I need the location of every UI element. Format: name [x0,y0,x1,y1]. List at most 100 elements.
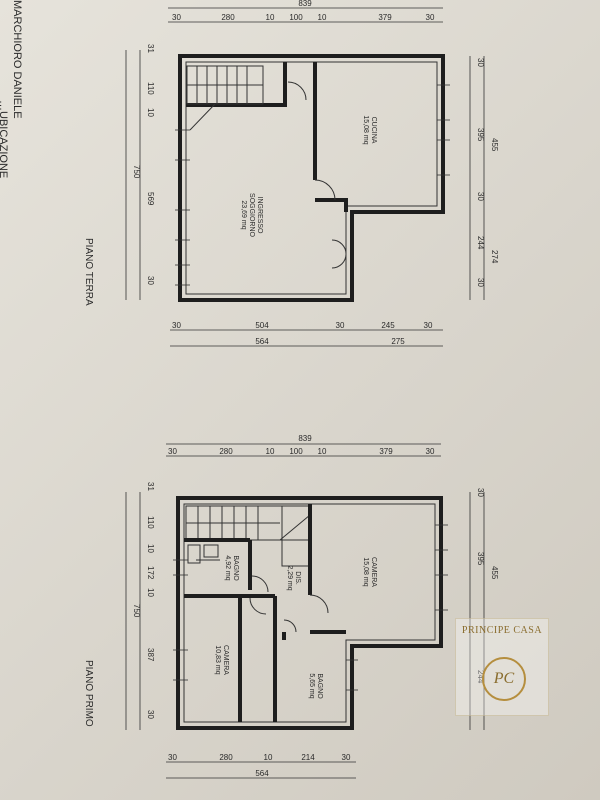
primo-floor-title: PIANO PRIMO [83,660,94,727]
terra-right-dim: 244 [476,236,485,250]
primo-bottom-dimensions: 30 280 10 214 30 564 [166,753,356,779]
terra-windows [175,84,450,286]
primo-outer-wall [176,496,443,730]
terra-room-soggiorno-name: SOGGIORNO [248,193,255,238]
terra-floor-title: PIANO TERRA [83,238,94,306]
primo-bottom-total: 564 [255,769,269,778]
terra-left-dim: 569 [146,192,155,206]
terra-bottom-dim: 504 [255,321,269,330]
terra-left-dim: 110 [146,82,155,95]
primo-room-bagno-name: BAGNO [232,555,239,581]
watermark-brand: PRINCIPE CASA [461,625,543,636]
terra-room-cucina-name: CUCINA [370,117,377,144]
terra-left-dimensions: 31 110 10 569 30 750 [125,44,155,300]
plan-piano-primo: CAMERA 15,08 mq BAGNO 4,92 mq DIS. 2,29 … [83,434,499,779]
terra-door-living [314,179,336,201]
terra-bottom-dim: 30 [172,321,181,330]
primo-right-dimensions: 30 395 244 455 [469,488,499,730]
primo-left-dim: 172 [146,566,155,580]
terra-right-total: 274 [490,250,499,264]
primo-top-dimensions: 839 30 280 10 100 10 379 30 [166,434,441,457]
terra-bottom-dim: 245 [381,321,395,330]
primo-left-dim: 30 [146,710,155,719]
primo-bottom-dim: 30 [342,753,351,762]
primo-door-bagno [283,619,297,633]
terra-top-dim: 10 [266,13,275,22]
terra-top-dim: 30 [426,13,435,22]
terra-left-dim: 10 [146,108,155,117]
terra-top-total: 839 [298,0,312,8]
terra-right-dim: 30 [476,58,485,67]
primo-top-dim: 10 [266,447,275,456]
primo-top-dim: 100 [289,447,303,456]
terra-top-dim: 100 [289,13,303,22]
primo-top-dim: 10 [318,447,327,456]
owner-subtitle: …UBICAZIONE [0,100,9,178]
primo-door-camera2 [249,597,267,615]
terra-left-dim: 30 [146,276,155,285]
terra-stairs [186,65,264,131]
primo-bottom-dim: 214 [301,753,315,762]
terra-top-dim: 30 [172,13,181,22]
terra-room-ingresso-name: INGRESSO [256,197,263,235]
primo-left-dim: 10 [146,544,155,553]
terra-right-dim: 30 [476,278,485,287]
primo-room-camera2-name: CAMERA [222,645,229,675]
terra-top-dim: 10 [318,13,327,22]
terra-top-dimensions: 839 30 280 10 100 10 379 30 [168,0,443,23]
primo-left-dim: 10 [146,588,155,597]
terra-right-total: 455 [490,138,499,152]
terra-outer-wall [178,54,445,302]
terra-bottom-dim: 30 [336,321,345,330]
primo-door-camera [309,594,329,614]
primo-windows [173,524,448,691]
primo-room-dis-area: 2,29 mq [286,565,293,590]
watermark-monogram: PC [482,657,526,701]
primo-top-total: 839 [298,434,312,443]
terra-room-soggiorno-area: 23,69 mq [240,200,247,229]
primo-left-dim: 387 [146,648,155,662]
terra-bottom-total: 564 [255,337,269,346]
terra-bottom-dimensions: 30 504 30 245 30 564 275 [170,321,443,347]
terra-right-dim: 30 [476,192,485,201]
primo-top-dim: 30 [426,447,435,456]
primo-room-camera-name: CAMERA [370,557,377,587]
primo-right-dim: 30 [476,488,485,497]
terra-partition [186,62,348,212]
primo-top-dim: 280 [219,447,233,456]
primo-room-dis-name: DIS. [294,571,301,585]
plan-piano-terra: CUCINA 15,08 mq INGRESSO SOGGIORNO 23,69… [83,0,499,347]
primo-right-dim: 244 [476,670,485,684]
primo-room-bagno2-area: 5,65 mq [308,673,315,698]
primo-bottom-dim: 280 [219,753,233,762]
terra-right-dim: 395 [476,128,485,142]
primo-left-dimensions: 31 110 10 172 10 387 30 750 [125,482,155,730]
primo-room-bagno-area: 4,92 mq [224,555,231,580]
terra-door-entrance [331,239,347,269]
primo-right-dim: 395 [476,552,485,566]
owner-name: MARCHIORO DANIELE [11,0,23,119]
primo-bottom-dim: 10 [264,753,273,762]
terra-top-dim: 280 [221,13,235,22]
primo-door-dis [251,575,269,593]
terra-bottom-total: 275 [391,337,405,346]
terra-left-dim: 31 [146,44,155,53]
primo-right-total: 455 [490,566,499,580]
primo-left-total: 750 [132,604,141,618]
terra-room-cucina-area: 15,08 mq [362,115,369,144]
terra-top-dim: 379 [378,13,392,22]
terra-bottom-dim: 30 [424,321,433,330]
primo-left-dim: 110 [146,516,155,529]
watermark-logo: PRINCIPE CASA PC [455,618,549,716]
primo-bath-fixtures [187,544,220,564]
primo-room-camera-area: 15,08 mq [362,557,369,586]
primo-top-dim: 30 [168,447,177,456]
primo-room-camera2-area: 10,83 mq [214,645,221,674]
primo-top-dim: 379 [379,447,393,456]
primo-bottom-dim: 30 [168,753,177,762]
primo-room-bagno2-name: BAGNO [316,673,323,699]
terra-door-kitchen [287,81,307,101]
primo-partitions [184,504,346,722]
terra-right-dimensions: 30 395 30 244 30 455 274 [469,56,499,300]
